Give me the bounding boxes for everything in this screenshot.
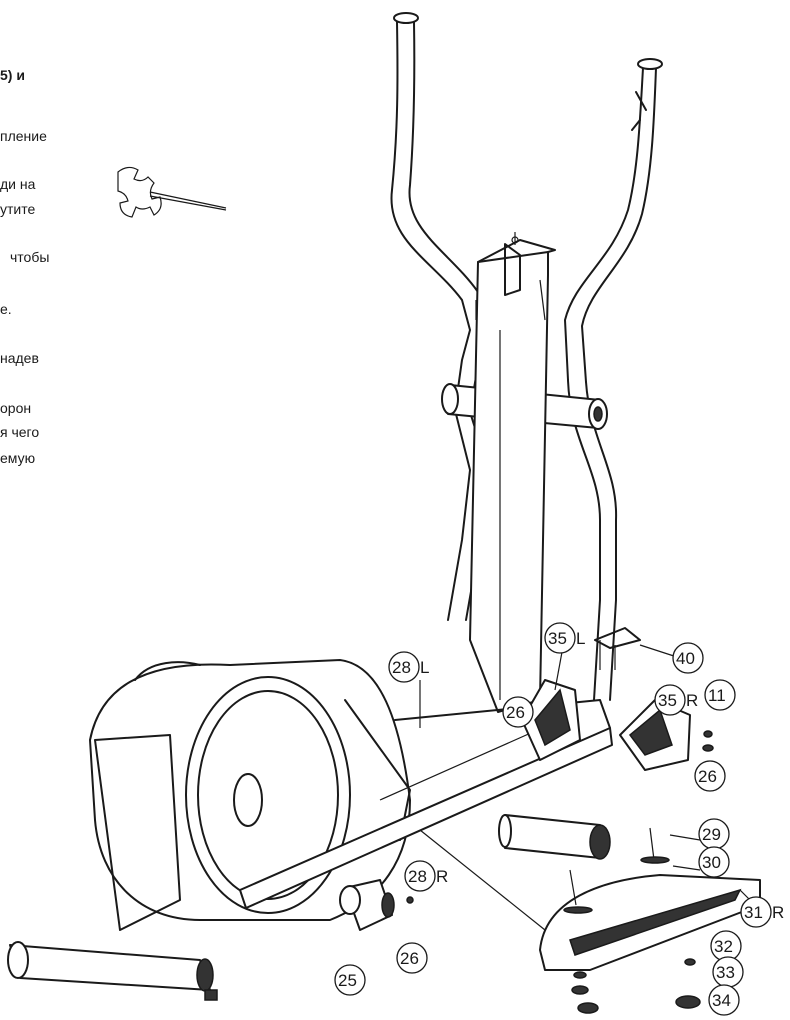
main-column [469,232,556,713]
callout-30: 30 [698,846,730,878]
callout-34: 34 [708,984,740,1016]
svg-text:30: 30 [702,853,721,872]
svg-text:25: 25 [338,971,357,990]
svg-text:28: 28 [392,658,411,677]
svg-text:34: 34 [712,991,731,1010]
clip-part [594,627,641,670]
callout-28L: 28 L [388,651,429,683]
svg-text:35: 35 [548,629,567,648]
svg-text:33: 33 [716,963,735,982]
roller-part [339,879,395,931]
svg-text:26: 26 [400,949,419,968]
callout-35R: 35 R [654,684,698,716]
callout-31R: 31 R [740,896,784,928]
svg-text:R: R [686,691,698,710]
callout-40: 40 [672,642,704,674]
svg-text:L: L [420,658,429,677]
callout-25: 25 [334,964,366,996]
instruction-line-7: надев [0,350,39,366]
svg-text:40: 40 [676,649,695,668]
svg-text:26: 26 [506,703,525,722]
svg-text:28: 28 [408,867,427,886]
callout-35L: 35 L [544,622,585,654]
instruction-line-3: ди на [0,176,36,192]
hardware-fasteners [406,705,714,1014]
instruction-line-6: е. [0,301,12,317]
svg-text:35: 35 [658,691,677,710]
callout-26-top: 26 [502,696,534,728]
svg-text:29: 29 [702,825,721,844]
svg-text:L: L [576,629,585,648]
right-pedal-bracket [619,699,691,771]
instruction-line-1: 5) и [0,67,25,83]
right-handlebar [564,58,663,701]
svg-text:31: 31 [744,903,763,922]
svg-text:11: 11 [708,686,726,705]
callout-28R: 28 R [404,860,448,892]
svg-text:R: R [772,903,784,922]
callout-33: 33 [712,956,744,988]
left-pedal-bracket [521,679,581,761]
svg-text:R: R [436,867,448,886]
instruction-line-10: емую [0,450,36,466]
svg-text:32: 32 [714,937,733,956]
instruction-line-8: орон [0,400,32,416]
instruction-line-9: я чего [0,424,40,440]
right-pedal [419,829,761,971]
rear-stabilizer [498,814,611,860]
svg-text:26: 26 [698,767,717,786]
callout-26-bottom: 26 [396,942,428,974]
callout-26-right: 26 [694,760,726,792]
callout-29: 29 [698,818,730,850]
instruction-line-4: утите [0,201,36,217]
callout-11: 11 [704,679,736,711]
wrench-icon [117,166,227,218]
instruction-line-5: чтобы [10,249,50,265]
instruction-line-2: пление [0,128,47,144]
front-stabilizer [7,941,218,1001]
